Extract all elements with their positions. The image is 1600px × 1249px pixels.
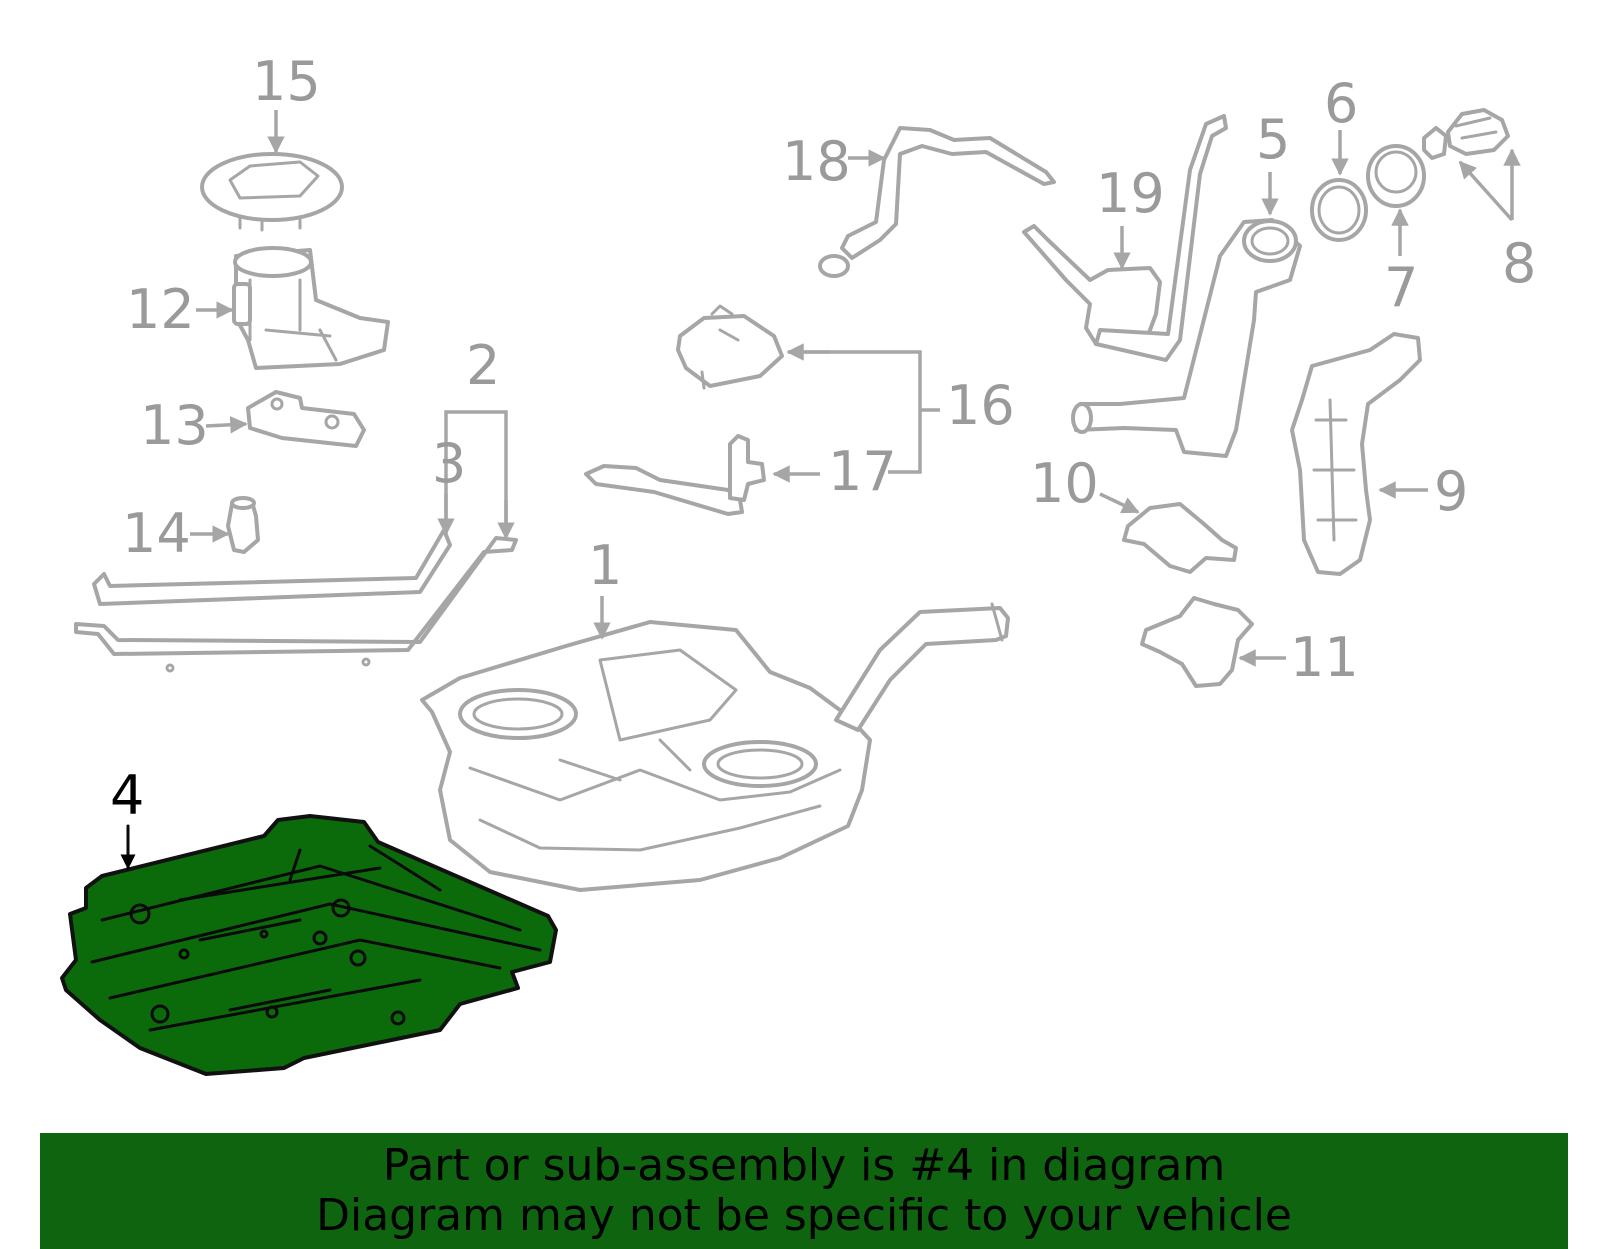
callout-10: 10 [1030,452,1099,515]
banner-line-disclaimer: Diagram may not be specific to your vehi… [316,1190,1292,1241]
callout-5: 5 [1256,108,1290,171]
callout-16: 16 [946,374,1015,437]
part-1-fuel-tank [420,602,1010,892]
callout-7: 7 [1384,256,1418,319]
callout-13: 13 [140,394,209,457]
part-2-strap [74,536,518,673]
callout-4: 4 [110,764,144,827]
part-19-vent-valve [1022,114,1228,362]
callout-9: 9 [1434,460,1468,523]
part-5-filler-pipe [1071,218,1302,458]
callout-14: 14 [122,502,191,565]
banner-line-part: Part or sub-assembly is #4 in diagram [382,1140,1226,1191]
callout-19: 19 [1096,162,1165,225]
part-9-filler-housing [1290,332,1422,576]
callout-11: 11 [1290,626,1359,689]
part-11-bracket [1140,596,1254,688]
part-7-filler-ring [1366,144,1426,208]
part-10-bracket [1122,502,1238,574]
callout-8: 8 [1502,232,1536,295]
part-13-bracket [246,390,366,448]
part-15-pump-cover [200,152,344,232]
callout-3: 3 [432,432,466,495]
callout-12: 12 [126,278,195,341]
callout-2: 2 [466,334,500,397]
callout-18: 18 [782,130,851,193]
callout-6: 6 [1324,72,1358,135]
part-18-vent-hose [818,126,1056,278]
part-4-tank-shield [60,814,558,1076]
part-8-fuel-cap [1422,108,1510,160]
leader-lines [120,110,1521,870]
callout-15: 15 [252,50,321,113]
part-17-level-gauge [584,434,766,516]
callout-1: 1 [588,534,622,597]
part-12-fuel-pump [232,246,390,370]
info-banner: Part or sub-assembly is #4 in diagram Di… [40,1133,1568,1249]
part-14-plug [226,496,260,554]
callout-17: 17 [828,440,897,503]
part-16-sender-unit [676,304,784,390]
callout-labels: 15 12 13 14 2 3 1 4 16 17 18 19 5 6 7 8 … [110,50,1536,827]
part-6-gasket [1310,178,1368,242]
